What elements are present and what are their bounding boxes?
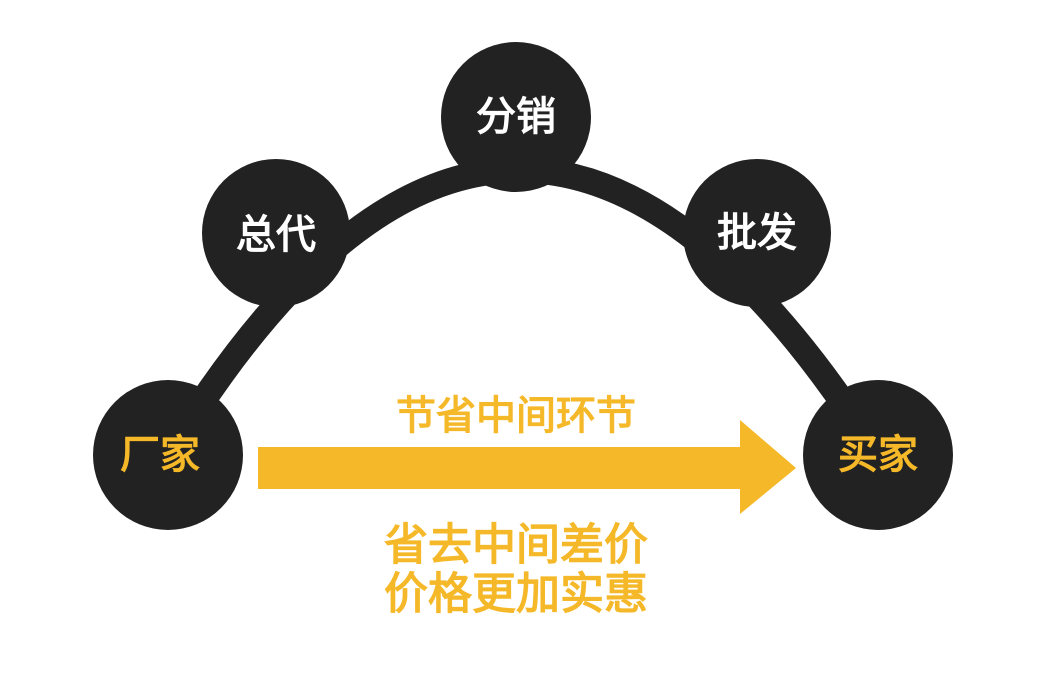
bottom-text-line1: 省去中间差价	[384, 520, 648, 571]
node-distribution-circle	[441, 42, 591, 192]
node-buyer-label: 买家	[838, 432, 918, 478]
node-general-agent-label: 总代	[236, 212, 316, 258]
node-manufacturer-circle	[93, 380, 243, 530]
node-distribution: 分销	[441, 42, 591, 192]
arrow-shaft	[258, 447, 742, 489]
node-buyer-circle	[803, 380, 953, 530]
node-buyer: 买家	[803, 380, 953, 530]
arrow-head	[740, 420, 796, 514]
node-distribution-label: 分销	[476, 94, 556, 140]
arrow-label: 节省中间环节	[396, 393, 636, 439]
direct-arrow	[258, 420, 796, 514]
node-general-agent: 总代	[202, 159, 350, 307]
node-wholesale-circle	[683, 159, 831, 307]
node-wholesale: 批发	[683, 159, 831, 307]
node-manufacturer-label: 厂家	[120, 432, 200, 478]
node-general-agent-circle	[202, 159, 350, 307]
node-wholesale-label: 批发	[717, 210, 797, 256]
node-manufacturer: 厂家	[93, 380, 243, 530]
bottom-text-line2: 价格更加实惠	[384, 569, 648, 620]
